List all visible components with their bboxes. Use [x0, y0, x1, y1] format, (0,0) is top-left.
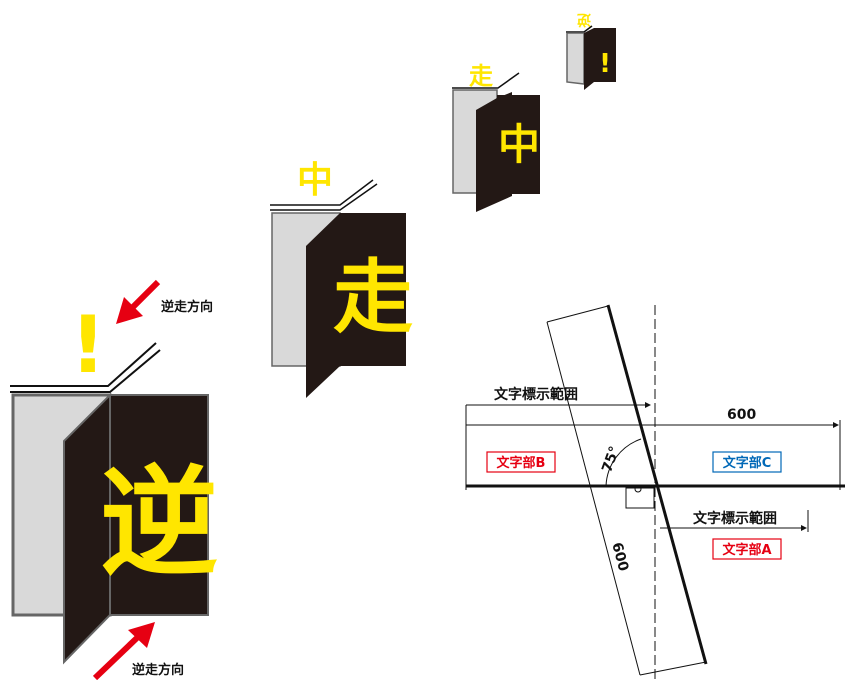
large-sign: ! 逆 — [10, 301, 218, 665]
small-sign-face — [497, 95, 540, 194]
tiny-sign-char: ! — [599, 49, 611, 79]
lower-arrow-label: 逆走方向 — [132, 662, 184, 678]
medium-sign-face — [340, 213, 406, 366]
tiny-sign-back-panel — [566, 32, 585, 85]
part-b-label: 文字部B — [497, 455, 546, 471]
medium-sign-top-mark: 中 — [297, 160, 333, 201]
tiny-sign-fold-panel — [584, 28, 594, 90]
layout-diagram: 文字標示範囲 600 文字標示範囲 75° 600 文字部B 文字部C 文字部A — [465, 304, 845, 680]
range-label-top: 文字標示範囲 — [494, 386, 578, 403]
medium-sign-fold-panel — [306, 213, 340, 398]
tiny-sign-top-mark: 逆 — [577, 11, 591, 28]
angle-label: 75° — [599, 444, 623, 474]
arrow-icon — [128, 622, 155, 648]
dim-horizontal: 600 — [727, 407, 756, 423]
large-sign-face — [109, 394, 209, 616]
part-c-label: 文字部C — [723, 455, 772, 471]
small-sign-top-mark: 走 — [469, 62, 493, 90]
arrow-icon — [116, 297, 143, 324]
tiny-sign-face — [594, 28, 616, 82]
large-sign-char: 逆 — [100, 454, 218, 592]
small-sign: 走 中 — [452, 62, 540, 212]
medium-sign-char: 走 — [333, 251, 413, 344]
tiny-sign: 逆 ! — [566, 11, 616, 90]
part-c-box — [712, 451, 782, 473]
lower-wrong-way-arrow — [92, 622, 155, 680]
part-b-box — [486, 451, 556, 473]
dim-diagonal: 600 — [608, 541, 631, 574]
part-a-box — [712, 538, 782, 560]
range-label-bottom: 文字標示範囲 — [693, 510, 777, 527]
small-sign-char: 中 — [498, 120, 540, 169]
upper-arrow-label: 逆走方向 — [161, 299, 213, 315]
sign-line — [606, 304, 708, 665]
large-sign-top-mark: ! — [70, 301, 106, 391]
part-a-label: 文字部A — [722, 542, 771, 558]
upper-wrong-way-arrow — [116, 279, 161, 324]
medium-sign: 中 走 — [270, 160, 413, 398]
